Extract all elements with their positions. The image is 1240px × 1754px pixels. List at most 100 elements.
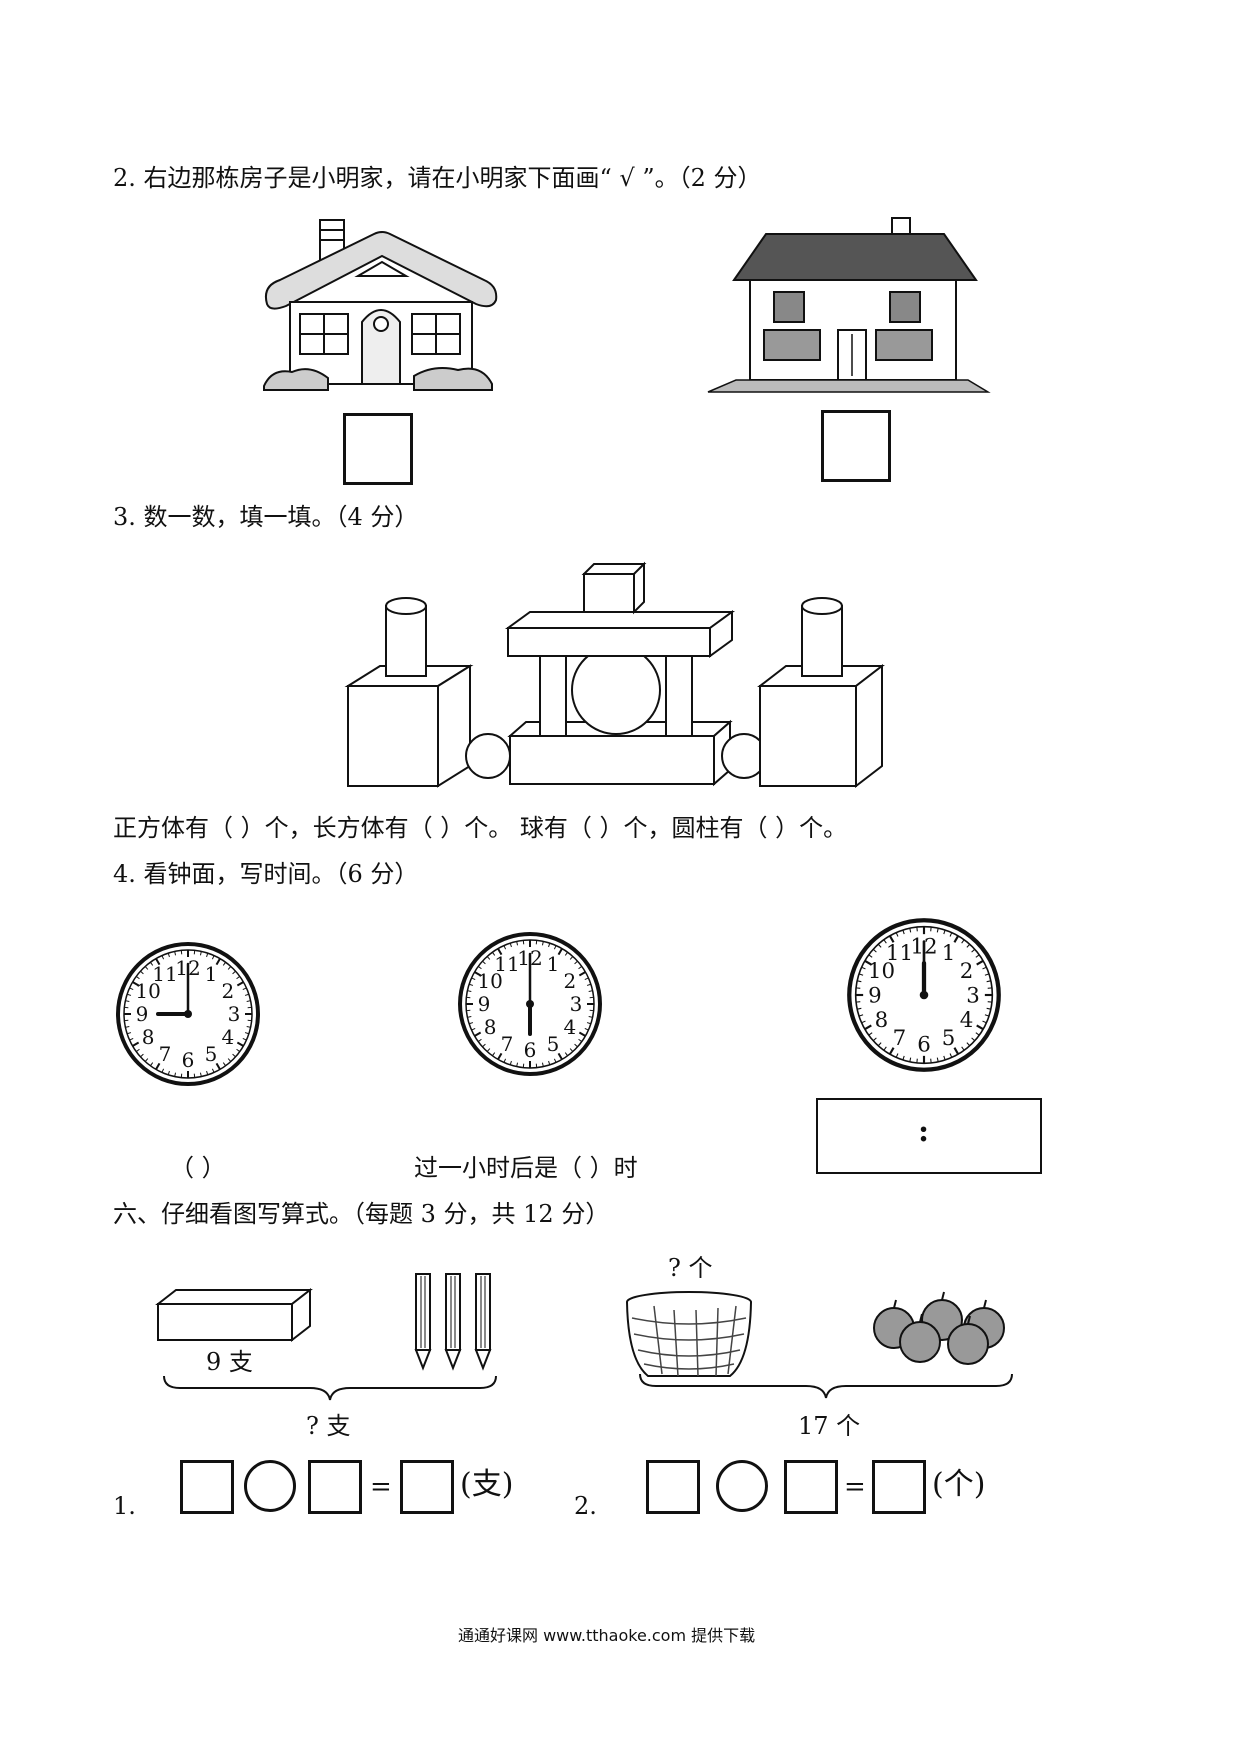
clock-center: [919, 990, 929, 1000]
clock-tick: [125, 1000, 130, 1003]
clock-tick: [586, 1022, 592, 1025]
clock-tick: [149, 1062, 154, 1067]
clock-number: 8: [875, 1008, 889, 1033]
clock-tick: [516, 1062, 519, 1067]
clock-tick: [167, 1070, 170, 1076]
eq2-result-box[interactable]: [872, 1460, 926, 1514]
clock-tick: [888, 935, 895, 943]
clock-tick: [129, 987, 134, 991]
digital-time-box[interactable]: :: [816, 1098, 1042, 1174]
clock-tick: [872, 1037, 877, 1042]
clock-number: 7: [501, 1032, 514, 1056]
clock-tick: [509, 942, 512, 948]
clock-tick: [861, 1020, 866, 1024]
clock-tick: [206, 1070, 209, 1076]
clock-number: 4: [563, 1015, 576, 1039]
clock-face: [854, 925, 994, 1065]
clock-tick: [895, 932, 899, 937]
clock-tick: [976, 1024, 984, 1031]
clock-tick: [553, 1058, 557, 1063]
clock-tick: [936, 928, 939, 933]
clock-tick: [149, 961, 154, 966]
clock-tick: [895, 1053, 899, 1058]
clock-tick: [486, 1048, 491, 1052]
clock-number: 7: [893, 1026, 907, 1051]
clock-tick: [949, 1053, 953, 1058]
clock-tick: [984, 973, 990, 976]
clock-tick: [497, 948, 503, 956]
clock-number: 2: [221, 979, 234, 1003]
clock-tick: [140, 970, 144, 975]
clock-number: 7: [159, 1042, 172, 1066]
clock-tick: [564, 1052, 569, 1057]
clock-number: 9: [478, 992, 491, 1016]
clock-tick: [975, 1032, 980, 1036]
clock-tick: [864, 959, 872, 966]
clock-tick: [578, 1038, 583, 1043]
clock-tick: [877, 943, 882, 948]
clock-tick: [125, 1025, 130, 1028]
eq2-box-1[interactable]: [646, 1460, 700, 1514]
clock-number: 3: [570, 992, 583, 1016]
clock-number: 3: [966, 983, 980, 1008]
clock-tick: [971, 948, 976, 953]
eq2-equals: =: [844, 1472, 866, 1502]
clock-tick: [477, 1038, 482, 1043]
q3-text: 3. 数一数，填一填。（4 分）: [113, 503, 419, 531]
clock-center: [184, 1010, 192, 1018]
clock-tick: [497, 1052, 503, 1060]
eq1-operator-circle[interactable]: [244, 1460, 296, 1512]
clock-tick: [857, 980, 862, 983]
clock-tick: [211, 955, 215, 960]
clock-number: 11: [152, 962, 177, 986]
clock-number: 10: [477, 969, 502, 993]
clock-tick: [135, 975, 140, 980]
clock-tick: [961, 939, 965, 944]
eq1-box-1[interactable]: [180, 1460, 234, 1514]
clock-number: 6: [182, 1048, 195, 1072]
clock-tick: [578, 965, 583, 970]
clock-tick: [222, 1062, 227, 1067]
clock-tick: [943, 929, 946, 935]
clock-tick: [949, 932, 953, 937]
house-left-answer-box[interactable]: [343, 413, 413, 485]
clock-tick: [129, 1037, 134, 1041]
clock-tick: [161, 955, 165, 960]
clock-tick: [242, 987, 247, 991]
clock-tick: [986, 980, 991, 983]
apples-image: [873, 1291, 1005, 1365]
clock-tick: [578, 1031, 586, 1037]
clock-tick: [902, 1055, 905, 1061]
clock-tick: [868, 1032, 873, 1036]
clock-tick: [477, 965, 482, 970]
eq1-box-2[interactable]: [308, 1460, 362, 1514]
clock-tick: [902, 929, 905, 935]
clock-number: 8: [142, 1025, 155, 1049]
eq2-operator-circle[interactable]: [716, 1460, 768, 1512]
clock-tick: [588, 990, 593, 993]
clock-number: 2: [563, 969, 576, 993]
clock-tick: [232, 970, 236, 975]
clock-tick: [966, 943, 971, 948]
clock-tick: [246, 1000, 251, 1003]
clock-tick: [541, 941, 544, 946]
clock-center: [526, 1000, 534, 1008]
clock-tick: [548, 942, 551, 948]
house-right-image: [707, 217, 991, 393]
house-right-answer-box[interactable]: [821, 410, 891, 482]
clock-number: 3: [228, 1002, 241, 1026]
clock-number: 10: [868, 959, 895, 984]
eq2-box-2[interactable]: [784, 1460, 838, 1514]
eq1-result-box[interactable]: [400, 1460, 454, 1514]
clock-tick: [574, 1043, 578, 1048]
clock-tick: [482, 1043, 486, 1048]
equation-2-number: 2.: [574, 1492, 597, 1520]
clock-tick: [161, 1068, 165, 1073]
clock-number: 4: [960, 1008, 974, 1033]
clock-number: 4: [221, 1025, 234, 1049]
clock-tick: [467, 990, 472, 993]
q2-text: 2. 右边那栋房子是小明家，请在小明家下面画“ √ ”。（2 分）: [113, 164, 762, 192]
clock-tick: [467, 1015, 472, 1018]
clock-tick: [883, 939, 887, 944]
